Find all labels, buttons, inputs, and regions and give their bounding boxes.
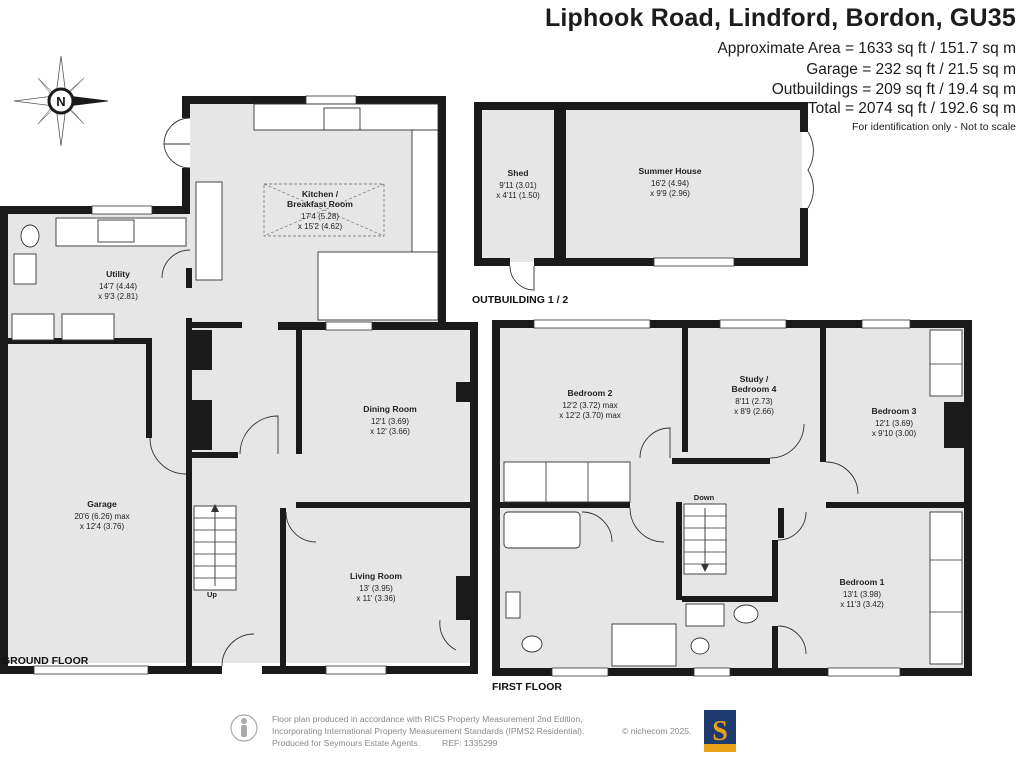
ground-floor-plan: Up Kitchen / Breakfast Room 17'4 (5.28) … [0,95,478,675]
stairs-up-label: Up [207,590,217,599]
utility-wc-icon [20,224,40,248]
utility-name: Utility [106,269,130,279]
ground-floor-label: GROUND FLOOR [2,655,89,667]
ensuite-wc-icon [690,637,710,655]
study-door-icon [769,423,805,459]
bedroom3-dim-line1: 12'1 (3.69) [875,419,913,428]
garage-internal-door-icon [149,437,187,475]
footer-line-2: Incorporating International Property Mea… [272,726,584,736]
first-floor-plan: Down Bedroom 2 12'2 (3.72) max x 12'2 (3… [492,319,972,693]
bath-icon [503,511,581,549]
first-floor-label: FIRST FLOOR [492,681,562,693]
living-room-dim-line2: x 11' (3.36) [356,594,396,603]
living-room-name: Living Room [350,571,402,581]
bathroom-wc-icon [521,635,543,653]
bathroom-basin-icon [505,591,521,619]
compass-north-letter: N [56,94,65,109]
bedroom3-dim-line2: x 9'10 (3.00) [872,429,917,438]
shed-name: Shed [507,168,528,178]
shed-dim-line2: x 4'11 (1.50) [496,191,540,200]
bedroom2-dim-line2: x 12'2 (3.70) max [559,411,621,420]
seymours-logo-icon: S [704,710,736,752]
kitchen-door-icon [161,249,191,279]
garage-dim-line2: x 12'4 (3.76) [80,522,125,531]
bedroom2-dim-line1: 12'2 (3.72) max [562,401,617,410]
study-name-line2: Bedroom 4 [732,384,777,394]
airing-cupboard-door-icon [581,511,613,543]
living-room-dim-line1: 13' (3.95) [359,584,393,593]
shed-dim-line1: 9'11 (3.01) [499,181,537,190]
logo-letter: S [712,716,728,747]
ensuite-shower-icon [685,603,725,627]
summer-house-dim-line1: 16'2 (4.94) [651,179,689,188]
dining-room-dim-line1: 12'1 (3.69) [371,417,409,426]
ground-floor-stairs-icon [193,504,237,591]
outbuildings-area: Outbuildings = 209 sq ft / 19.4 sq m [771,81,1016,98]
footer: Floor plan produced in accordance with R… [230,710,736,752]
bedroom1-name: Bedroom 1 [840,577,885,587]
study-name-line1: Study / [740,374,769,384]
rics-person-icon [230,714,258,742]
living-room-fireplace-door-icon [439,619,457,651]
disclaimer-note: For identification only - Not to scale [852,121,1016,133]
shower-tray-icon [611,623,677,667]
first-floor-stairs-icon [683,503,727,575]
living-room-door-icon [285,511,317,543]
bedroom2-name: Bedroom 2 [568,388,613,398]
dining-room-dim-line2: x 12' (3.66) [370,427,410,436]
bedroom1-dim-line1: 13'1 (3.98) [843,590,881,599]
bedroom3-name: Bedroom 3 [872,406,917,416]
footer-ref: REF: 1335299 [442,738,498,748]
summer-house-dim-line2: x 9'9 (2.96) [650,189,690,198]
property-title: Liphook Road, Lindford, Bordon, GU35 [544,4,1016,32]
utility-shower-icon [11,313,55,341]
outbuilding-plan: Shed 9'11 (3.01) x 4'11 (1.50) Summer Ho… [472,102,814,306]
kitchen-name-line1: Kitchen / [302,189,339,199]
kitchen-dim-line2: x 15'2 (4.62) [298,222,343,231]
total-area: Total = 2074 sq ft / 192.6 sq m [807,100,1016,117]
ensuite-basin-icon [733,604,759,624]
bathroom-door-icon [629,507,665,543]
utility-dim-line1: 14'7 (4.44) [99,282,137,291]
bedroom1-door-icon [777,511,807,541]
dining-door-icon [239,415,279,455]
footer-line-3: Produced for Seymours Estate Agents. [272,738,420,748]
ensuite-door-icon [777,625,807,655]
compass-rose-icon: N [13,55,109,147]
bedroom2-door-icon [639,427,671,459]
summer-house-door-icon [807,131,814,209]
outbuilding-label: OUTBUILDING 1 / 2 [472,294,568,306]
footer-copyright: © nichecom 2025. [622,726,691,736]
kitchen-sink-icon [323,107,361,131]
footer-line-1: Floor plan produced in accordance with R… [272,714,583,724]
utility-basin-icon [13,253,37,285]
front-door-icon [221,633,255,667]
garage-dim-line1: 20'6 (6.26) max [74,512,129,521]
kitchen-french-door-icon [163,117,191,169]
kitchen-dim-line1: 17'4 (5.28) [301,212,339,221]
utility-sink-icon [97,219,135,243]
study-dim-line2: x 8'9 (2.66) [734,407,774,416]
study-dim-line1: 8'11 (2.73) [735,397,773,406]
garage-area: Garage = 232 sq ft / 21.5 sq m [806,61,1016,78]
kitchen-name-line2: Breakfast Room [287,199,353,209]
bedroom1-dim-line2: x 11'3 (3.42) [840,600,884,609]
garage-name: Garage [87,499,117,509]
bedroom3-door-icon [825,461,859,495]
utility-dim-line2: x 9'3 (2.81) [98,292,138,301]
summer-house-name: Summer House [638,166,701,176]
stairs-down-label: Down [694,493,715,502]
dining-room-name: Dining Room [363,404,417,414]
approximate-area: Approximate Area = 1633 sq ft / 151.7 sq… [717,40,1016,57]
shed-door-icon [509,265,535,291]
